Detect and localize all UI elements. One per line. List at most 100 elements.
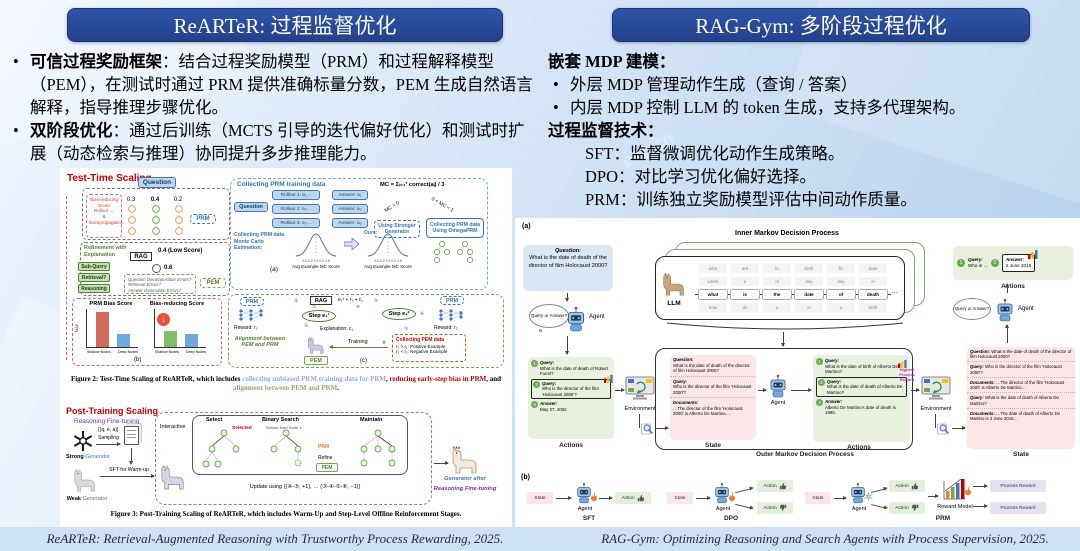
actions-label: Actions bbox=[847, 444, 871, 451]
token-path-line bbox=[695, 294, 891, 295]
action-number: 1 bbox=[957, 259, 965, 267]
right-bullet-1: 外层 MDP 管理动作生成（查询 / 答案） bbox=[548, 73, 1072, 96]
flow-arrow bbox=[834, 495, 847, 500]
flow-arrow-up bbox=[1004, 324, 1009, 343]
answer-2: Answer: a₂ bbox=[332, 204, 368, 214]
ellipsis: … bbox=[891, 288, 898, 295]
step-2-node: Step e₁² bbox=[382, 308, 416, 320]
question-text: What is the date of death of the directo… bbox=[528, 255, 608, 269]
raggym-figure-panel: (a) Question: What is the date of death … bbox=[515, 218, 1080, 527]
sft-group-label: SFT bbox=[582, 515, 596, 522]
actions-label: Actions bbox=[559, 442, 583, 449]
flow-arrow bbox=[758, 387, 767, 392]
thumbs-down-icon bbox=[779, 504, 786, 512]
rollout-1: Rollout 1: e₁… bbox=[272, 190, 320, 200]
final-actions-card: 1 Query:Who is … 2 Answer:2 June 2015 bbox=[953, 246, 1073, 280]
flow-arrow bbox=[564, 293, 569, 302]
refine-label: Refine bbox=[318, 455, 333, 461]
action-chip-negative: Action bbox=[757, 502, 793, 514]
outer-mdp-title: Outer Markov Decision Process bbox=[756, 451, 854, 458]
mc-distribution-curve bbox=[295, 233, 337, 257]
error-2: Retrieval Errors? bbox=[128, 282, 161, 288]
flow-arrow bbox=[952, 425, 966, 430]
token: a bbox=[827, 303, 855, 312]
bias-reducing-label: Bias-reducing Score bbox=[89, 197, 119, 208]
agent-label: Agent bbox=[1018, 306, 1034, 312]
right-title-banner: RAG-Gym: 多阶段过程优化 bbox=[612, 8, 1030, 42]
block-arrow-icon bbox=[344, 238, 360, 250]
training-label: Training bbox=[348, 339, 368, 345]
mc-axis-ticks: 0.0 0.2 0.4 0.6 0.8 bbox=[302, 259, 330, 263]
error-question-list: Question Decomposition Errors? Retrieval… bbox=[124, 274, 196, 294]
state-label: State bbox=[705, 442, 721, 449]
state-card-2: Question: What is the date of death of t… bbox=[967, 347, 1075, 449]
token: to bbox=[763, 264, 791, 273]
token: are bbox=[731, 264, 759, 273]
bubble-dot bbox=[539, 329, 542, 332]
left-title-banner: ReARTeR: 过程监督优化 bbox=[67, 8, 503, 42]
agent-label: Agent bbox=[715, 506, 731, 512]
selected-action-box: 2 Query:Who is the director of the film … bbox=[531, 374, 613, 399]
pem-node: PEM bbox=[200, 278, 226, 288]
chart2-plot bbox=[154, 309, 206, 348]
select-tree-graphic bbox=[202, 429, 240, 468]
mc-axis-ticks-2: 0.0 0.2 0.4 0.6 0.8 bbox=[374, 259, 402, 263]
collect-prm-box bbox=[230, 178, 488, 290]
reasoning-finetuning-label: Reasoning Fine-tuning bbox=[74, 418, 140, 425]
retrieval-node: Retrieval? bbox=[78, 273, 110, 282]
actions-label: Actions bbox=[1001, 283, 1025, 290]
sub-query-node: Sub-Query bbox=[78, 262, 110, 271]
chart2-bar-shallow bbox=[163, 331, 177, 347]
left-title: ReARTeR: 过程监督优化 bbox=[173, 14, 397, 38]
interactive-label: Interactive bbox=[160, 424, 186, 430]
avg-mc-label-2: Avg Example MC Score bbox=[364, 264, 412, 269]
thumbs-up-icon bbox=[637, 494, 644, 502]
sample-tuple-label: {(q, e, a)} bbox=[98, 427, 119, 433]
flow-arrow bbox=[780, 332, 785, 347]
token: is bbox=[859, 277, 887, 286]
pem-label: PEM bbox=[304, 356, 328, 365]
chart2-bar-deep bbox=[184, 333, 198, 347]
state-chip: State bbox=[805, 492, 831, 504]
thought-bubble: Query or Answer? bbox=[953, 298, 991, 320]
token: who bbox=[699, 264, 727, 273]
weak-generator-label: Weak Generator bbox=[66, 496, 108, 502]
thought-bubble: Query or Answer? bbox=[529, 304, 569, 328]
bias-charts-box bbox=[72, 298, 222, 366]
maintain-label: Maintain bbox=[360, 417, 383, 423]
agent-robot-icon bbox=[997, 298, 1013, 322]
alignment-label-1: Alignment between bbox=[234, 336, 286, 342]
openai-logo-icon bbox=[73, 431, 93, 451]
token: date bbox=[859, 264, 887, 273]
answer-3: Answer: a₃ bbox=[332, 218, 368, 228]
llm-label: LLM bbox=[667, 300, 681, 307]
flow-arrow bbox=[973, 503, 988, 508]
caption2-blue: collecting unbiased PRM training data fo… bbox=[242, 375, 387, 383]
bias-reducing-note: Bias-reducing Score Rollout → & Backprop… bbox=[86, 194, 123, 238]
pem-llama-icon bbox=[308, 336, 324, 354]
highest-reward-label: Highest Process Reward bbox=[899, 367, 915, 382]
action-chip-positive: Action bbox=[889, 480, 925, 492]
left-source-citation: ReARTeR: Retrieval-Augmented Reasoning w… bbox=[46, 531, 504, 546]
alignment-label: Alignment between PEM and PRM bbox=[232, 336, 288, 348]
chart1-bar-shallow bbox=[95, 311, 109, 347]
connector-line bbox=[935, 414, 936, 428]
state-chip: State bbox=[667, 492, 693, 504]
token: day bbox=[795, 277, 823, 286]
figure3-caption: Figure 3: Post-Training Scaling of ReART… bbox=[110, 510, 462, 518]
question-title: Question: bbox=[554, 248, 582, 254]
circled-step-5: ⑤ bbox=[374, 298, 379, 303]
token-column: are a is do bbox=[730, 264, 760, 312]
agent-robot-icon bbox=[770, 374, 786, 398]
agent-label: Agent bbox=[851, 506, 867, 512]
agent-label: Agent bbox=[770, 400, 786, 406]
omegaprm-box: Collecting PRM data Using OmegaPRM bbox=[426, 218, 484, 238]
llm-llama-icon bbox=[663, 272, 684, 296]
training-arrow bbox=[329, 344, 388, 349]
weak-generator-llama-icon bbox=[74, 468, 95, 492]
collect-pem-box: Collecting PEM data r₂ > r₁: Positive Ex… bbox=[392, 334, 466, 362]
avg-mc-label: Avg Example MC Score bbox=[292, 264, 340, 269]
chart1-bar-deep bbox=[116, 333, 130, 347]
dataset-doc-icon bbox=[124, 426, 139, 445]
positive-example: r₂ > r₁: Positive Example bbox=[396, 343, 446, 349]
